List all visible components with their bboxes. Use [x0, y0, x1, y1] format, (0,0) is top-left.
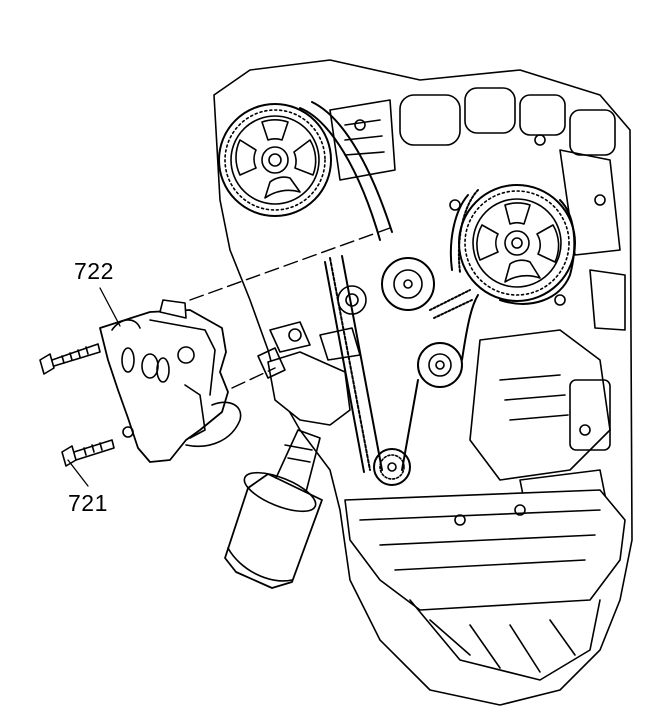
left-cam-sprocket	[218, 103, 332, 217]
crankshaft-sprocket	[373, 448, 411, 486]
callout-721-label: 721	[68, 490, 108, 516]
bolt-upper	[39, 343, 101, 375]
callout-722-label: 722	[74, 258, 114, 284]
timing-belt	[299, 101, 576, 473]
tensioner-pulley	[417, 342, 463, 388]
right-cam-sprocket	[458, 184, 576, 302]
alignment-lines	[189, 227, 391, 389]
leader-lines	[67, 287, 121, 487]
oil-filter-adapter	[257, 321, 361, 426]
water-pump-pulley	[381, 257, 435, 311]
bolt-lower	[61, 439, 115, 467]
mounting-bracket	[99, 299, 242, 463]
oil-filter	[224, 429, 323, 589]
